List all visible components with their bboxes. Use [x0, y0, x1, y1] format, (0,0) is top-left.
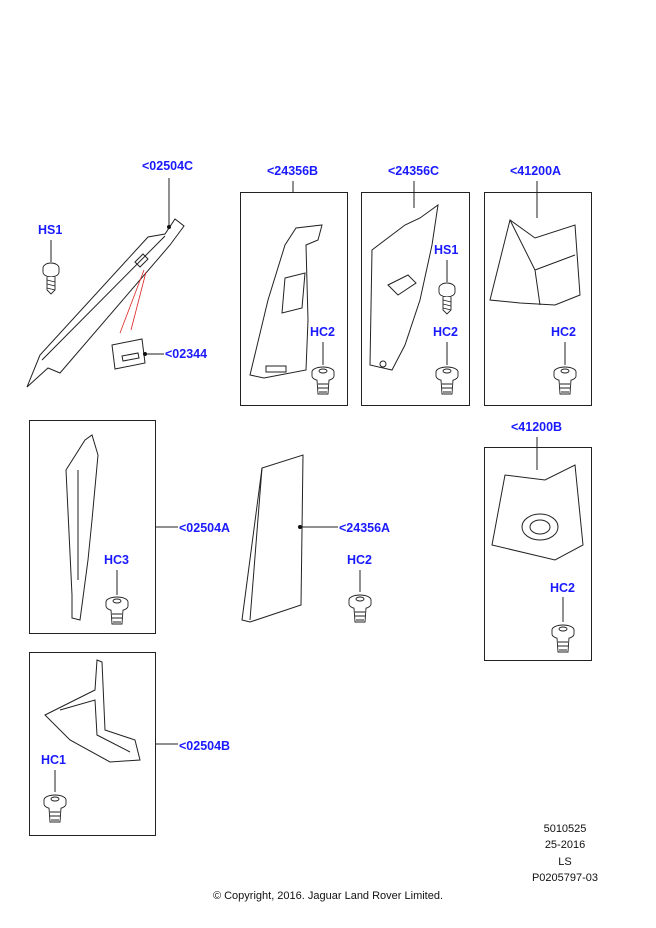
label-02344[interactable]: <02344: [165, 347, 208, 361]
label-hc2-d[interactable]: HC2: [551, 325, 577, 339]
diagram-date: 25-2016: [544, 839, 586, 851]
label-hc2-c[interactable]: HC2: [433, 325, 459, 339]
label-hs1-a[interactable]: HS1: [38, 223, 63, 237]
diagram-ref: P0205797-03: [531, 872, 599, 884]
label-24356A[interactable]: <24356A: [339, 521, 391, 535]
label-02504B[interactable]: <02504B: [179, 739, 231, 753]
label-24356C[interactable]: <24356C: [388, 164, 440, 178]
label-hc2-b-lower[interactable]: HC2: [347, 553, 373, 567]
copyright: © Copyright, 2016. Jaguar Land Rover Lim…: [212, 890, 444, 902]
panel-24356B: [240, 192, 348, 406]
label-hc3[interactable]: HC3: [104, 553, 130, 567]
label-hc2-d-lower[interactable]: HC2: [550, 581, 576, 595]
panel-41200A: [484, 192, 592, 406]
diagram-code: LS: [558, 856, 572, 868]
diagram-number: 5010525: [543, 823, 587, 835]
panel-24356C: [361, 192, 470, 406]
label-02504C[interactable]: <02504C: [142, 159, 194, 173]
label-hc1[interactable]: HC1: [41, 753, 67, 767]
label-hc2-b[interactable]: HC2: [310, 325, 336, 339]
panel-41200B: [484, 447, 592, 661]
label-24356B[interactable]: <24356B: [267, 164, 319, 178]
label-hs1-c[interactable]: HS1: [434, 243, 459, 257]
label-41200A[interactable]: <41200A: [510, 164, 562, 178]
label-41200B[interactable]: <41200B: [511, 420, 563, 434]
label-02504A[interactable]: <02504A: [179, 521, 231, 535]
